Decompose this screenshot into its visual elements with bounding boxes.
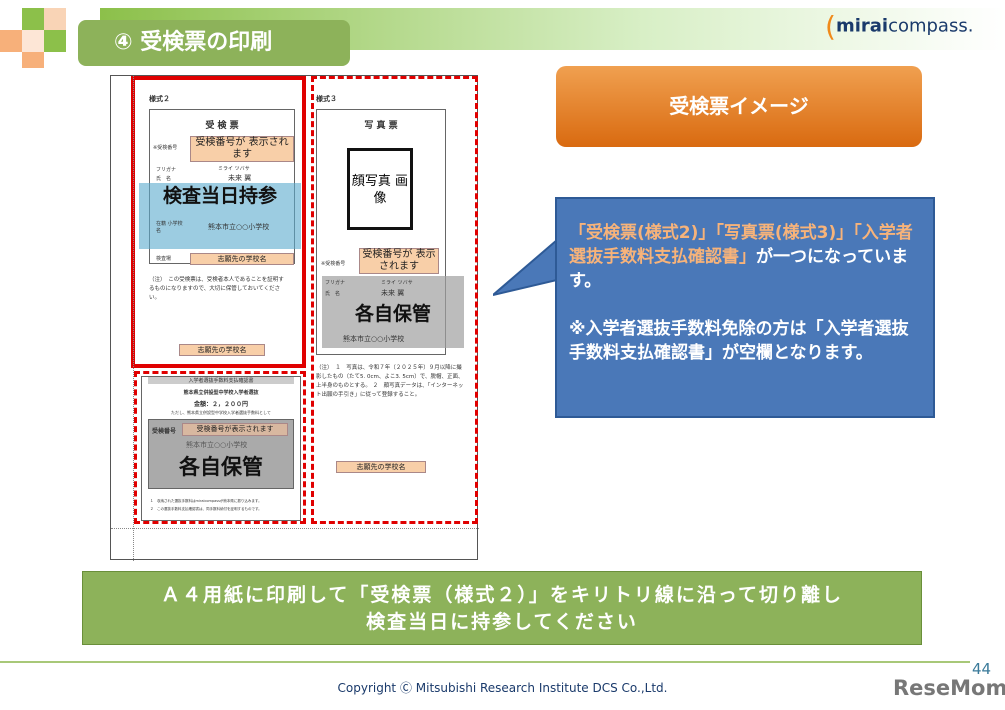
form2-note: （注） この受検票は、受検者本人であることを証明するものになりますので、大切に保…: [149, 277, 284, 301]
form3-label: 様式３: [316, 95, 337, 103]
form3-name-label: 氏 名: [325, 291, 341, 297]
copyright: Copyright Ⓒ Mitsubishi Research Institut…: [337, 681, 668, 695]
page-title: ④ 受検票の印刷: [78, 20, 350, 66]
form2-footer-school: 志願先の学校名: [179, 344, 265, 356]
callout-highlight: 「受検票(様式2)」「写真票(様式3)」「入学者選抜手数料支払確認書」: [569, 223, 913, 267]
resemom-watermark: ReseMom: [893, 676, 1005, 700]
form3-furigana-label: フリガナ: [325, 280, 346, 286]
keep-yourself-highlight: [322, 276, 464, 348]
photo-placeholder: 顔写真 画像: [347, 148, 413, 230]
receipt-subtext: ただし、熊本県立併設型中学校入学者選抜手数料として: [171, 410, 271, 415]
cut-line: [133, 76, 134, 561]
form3-name: 未来 翼: [381, 289, 405, 297]
keep-yourself-overlay-2: 各自保管: [179, 455, 263, 479]
form3-school: 熊本市立○○小学校: [343, 335, 405, 343]
callout-text: が一つになっています。: [569, 247, 909, 291]
page-number: 44: [972, 660, 992, 678]
form2-name: 未来 翼: [228, 174, 252, 182]
receipt-student-school: 熊本市立○○小学校: [186, 441, 248, 449]
form2-exam-label: ※受検番号: [153, 145, 178, 151]
form2-school: 熊本市立○○小学校: [208, 223, 270, 231]
instruction-banner: Ａ４用紙に印刷して「受検票（様式２）」をキリトリ線に沿って切り離し 検査当日に持…: [82, 571, 922, 645]
mirai-compass-logo: (miraicompass.: [825, 10, 974, 43]
receipt-amount: 金額：２，２００円: [193, 401, 248, 408]
form2-school-label: 在籍 小学校名: [156, 221, 183, 234]
form3-exam-number: 受検番号が 表示されます: [359, 248, 439, 274]
cut-line: [111, 528, 479, 529]
receipt-form: 入学者選抜手数料支払確認書 熊本県立併設型中学校入学者選抜 金額：２，２００円 …: [141, 376, 301, 521]
form2-venue-label: 検査場: [156, 256, 172, 262]
form2-furigana: ミライ ツバサ: [218, 166, 250, 172]
form2-furigana-label: フリガナ: [156, 167, 177, 173]
callout-pointer: [493, 240, 558, 296]
receipt-heading: 入学者選抜手数料支払確認書: [148, 377, 294, 384]
form3-dashed-frame: [311, 76, 478, 524]
ticket-image-label: 受検票イメージ: [556, 66, 922, 147]
form3-note: （注） １ 写真は、令和７年（２０２５年）９月以降に撮影したもの（たて5. 0c…: [316, 365, 464, 398]
receipt-note: １ 収納された選抜手数料はmiraicompassが熊本県に振り込みます。: [150, 499, 262, 503]
form3-furigana: ミライ ツバサ: [381, 280, 413, 286]
form2-venue: 志願先の学校名: [190, 253, 294, 265]
receipt-exam-number: 受検番号が表示されます: [182, 423, 288, 436]
form3-footer-school: 志願先の学校名: [336, 461, 426, 473]
ticket-document-preview: 様式２ 検査当日持参 受 検 票 ※受検番号 受検番号が 表示されます フリガナ…: [110, 75, 479, 561]
form3-table: 写 真 票 顔写真 画像 ※受検番号 受検番号が 表示されます フリガナ ミライ…: [316, 109, 464, 355]
keep-yourself-overlay: 各自保管: [354, 303, 431, 325]
receipt-dashed-frame: [134, 371, 306, 524]
receipt-exam-label: 受検番号: [152, 428, 177, 435]
form2-name-label: 氏 名: [156, 176, 172, 182]
footer-divider: [0, 661, 970, 663]
callout-exemption-note: ※入学者選抜手数料免除の方は「入学者選抜手数料支払確認書」が空欄となります。: [569, 319, 909, 363]
bring-on-exam-day-overlay: 検査当日持参: [162, 185, 277, 207]
form2-heading: 受 検 票: [205, 121, 239, 131]
receipt-note: ２ この選抜手数料支払確認書は、同手数料納付を証明するものです。: [150, 507, 262, 511]
form2-exam-number: 受検番号が 表示されます: [190, 136, 294, 162]
callout-box: 「受検票(様式2)」「写真票(様式3)」「入学者選抜手数料支払確認書」が一つにな…: [555, 197, 935, 418]
form3-exam-label: ※受検番号: [321, 261, 346, 267]
receipt-school: 熊本県立併設型中学校入学者選抜: [183, 390, 259, 396]
form2-label: 様式２: [149, 95, 170, 103]
instruction-line-1: Ａ４用紙に印刷して「受検票（様式２）」をキリトリ線に沿って切り離し: [161, 584, 843, 606]
bring-on-exam-day-highlight: [139, 183, 301, 249]
instruction-line-2: 検査当日に持参してください: [366, 611, 638, 633]
form3-heading: 写 真 票: [364, 121, 398, 131]
